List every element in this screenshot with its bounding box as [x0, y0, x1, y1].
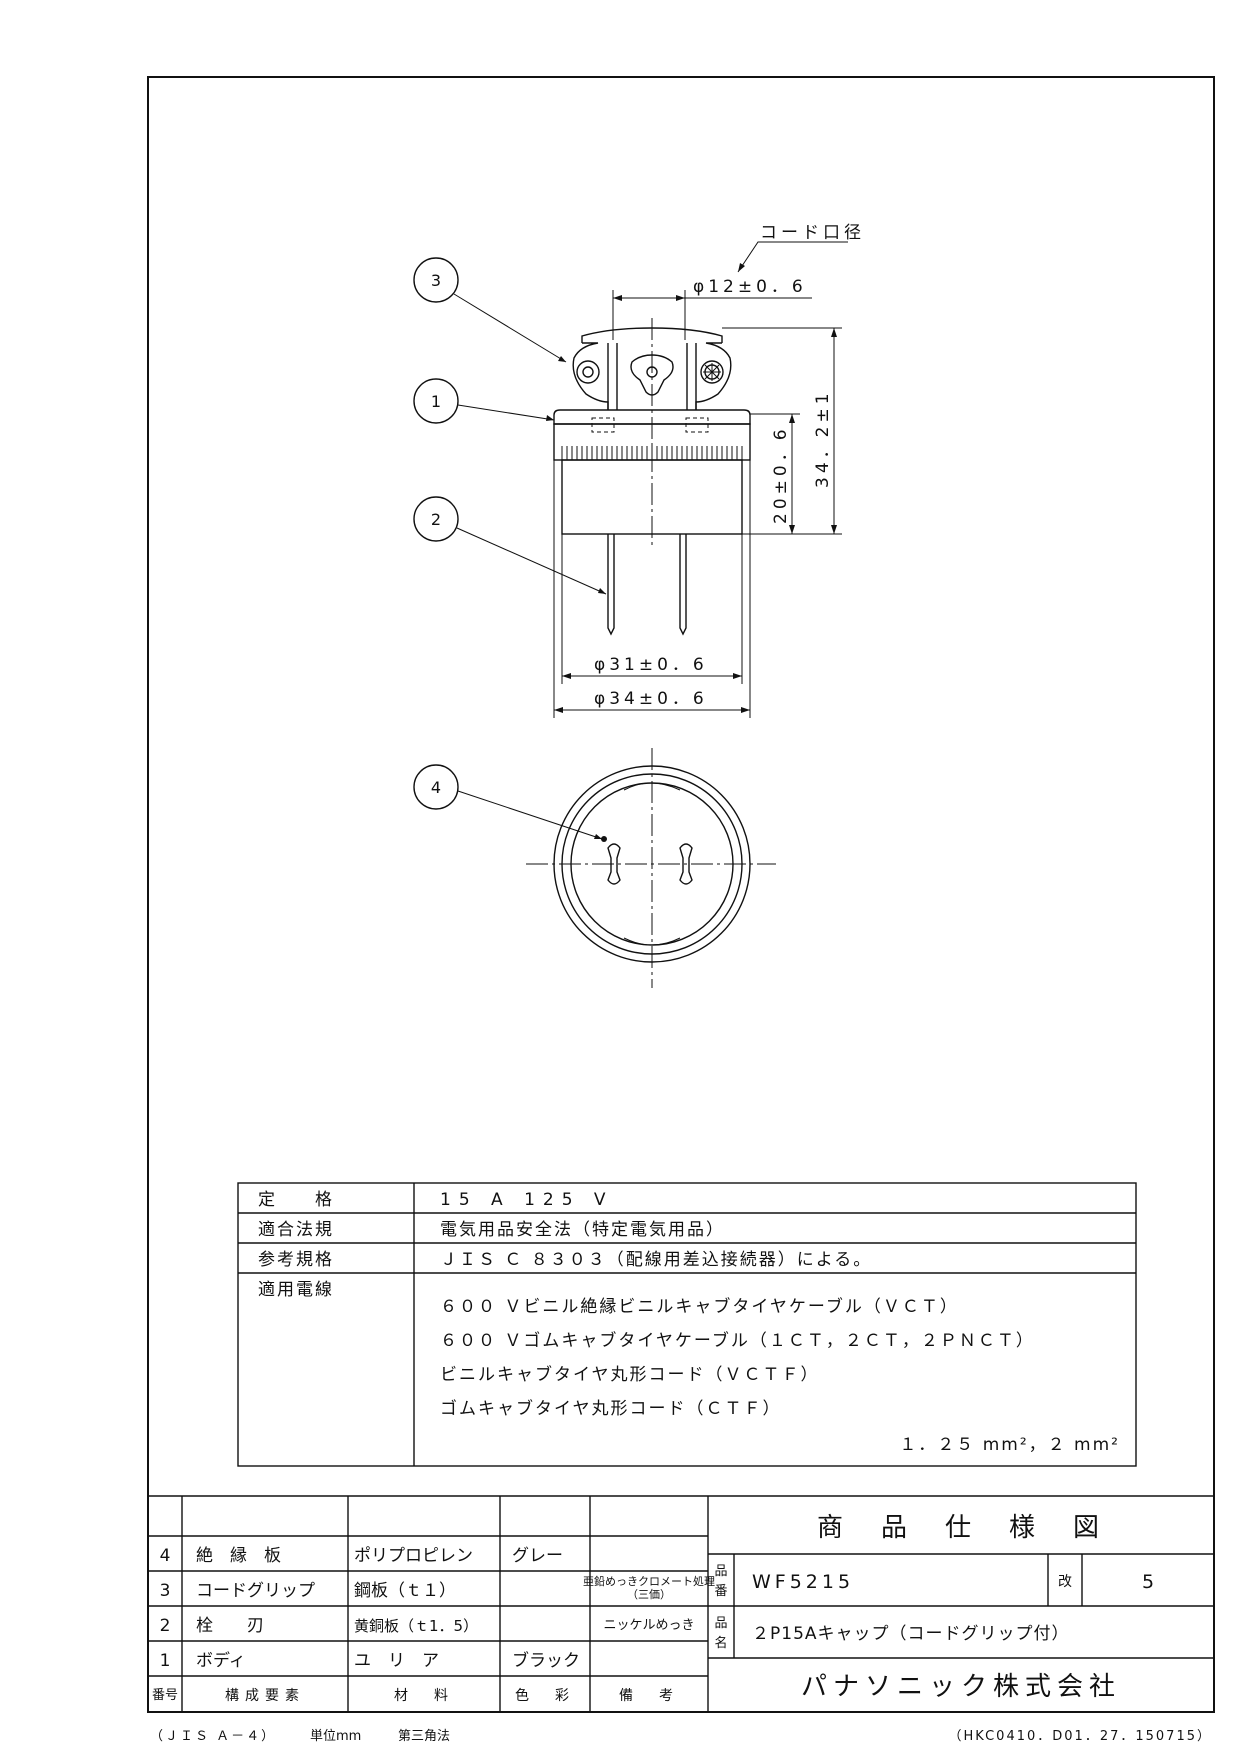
name-label-2: 名 — [714, 1635, 727, 1651]
balloon-2: 2 — [431, 510, 441, 529]
rev-number: 5 — [1142, 1571, 1154, 1593]
title-block: 商 品 仕 様 図 品 番 WF5215 改 5 品 名 ２P15Aキャップ（コ… — [708, 1495, 1214, 1702]
footer: （ＪＩＳ Ａ－４） 単位mm 第三角法 （HKC0410．D01．27．1507… — [150, 1728, 1212, 1744]
spec-table: 定 格 15 A 125 V 適合法規 電気用品安全法（特定電気用品） 参考規格… — [237, 1182, 1137, 1467]
footer-doc-code: （HKC0410．D01．27．150715） — [949, 1729, 1212, 1744]
part-remarks-3b: （三価） — [627, 1588, 671, 1601]
part-number: WF5215 — [752, 1571, 854, 1593]
header-no: 番号 — [152, 1688, 178, 1703]
spec-value-law: 電気用品安全法（特定電気用品） — [440, 1220, 725, 1240]
part-remarks-3: 亜鉛めっきクロメート処理 — [583, 1574, 715, 1588]
balloon-1: 1 — [431, 392, 441, 411]
spec-label-wire: 適用電線 — [258, 1280, 334, 1300]
spec-label-standard: 参考規格 — [258, 1250, 334, 1270]
footer-paper-size: （ＪＩＳ Ａ－４） — [150, 1729, 276, 1744]
dim-outer-dia: φ34±0．6 — [594, 689, 708, 709]
part-no-4: 4 — [160, 1546, 171, 1566]
dim-cord-label: コード口径 — [760, 223, 865, 243]
dim-inner-dia: φ31±0．6 — [594, 655, 708, 675]
spec-value-standard: ＪＩＳ Ｃ ８３０３（配線用差込接続器）による。 — [440, 1250, 872, 1270]
footer-projection: 第三角法 — [398, 1729, 450, 1744]
dim-cord-dia: φ12±0．6 — [693, 277, 807, 297]
header-material: 材 料 — [394, 1688, 454, 1704]
part-no-3: 3 — [160, 1581, 171, 1601]
spec-label-rating: 定 格 — [258, 1190, 334, 1210]
part-component-2: 栓 刃 — [196, 1616, 264, 1636]
header-remarks: 備 考 — [619, 1688, 679, 1704]
part-color-4: グレー — [512, 1546, 563, 1566]
part-component-4: 絶 縁 板 — [196, 1546, 281, 1566]
front-view: φ12±0．6 コード口径 34．2±1 20±0．6 φ31±0．6 φ34±… — [553, 223, 865, 718]
part-no-1: 1 — [160, 1651, 171, 1671]
part-material-2: 黄銅板（ｔ1．5） — [354, 1617, 478, 1635]
spec-value-wire-size: １．２５ mm²，２ mm² — [899, 1435, 1120, 1455]
part-no-label-2: 番 — [714, 1584, 727, 1599]
header-component: 構成要素 — [225, 1688, 305, 1704]
part-component-1: ボディ — [196, 1650, 246, 1671]
part-no-2: 2 — [160, 1616, 171, 1636]
balloons: 3 1 2 4 — [413, 257, 607, 840]
header-color: 色 彩 — [515, 1687, 575, 1704]
parts-table: 4 絶 縁 板 ポリプロピレン グレー 3 コードグリップ 鋼板（ｔ１） 亜鉛め… — [148, 1495, 715, 1712]
footer-unit: 単位mm — [310, 1728, 361, 1744]
balloon-3: 3 — [431, 271, 441, 290]
spec-value-wire-1: ６００ Ｖビニル絶縁ビニルキャブタイヤケーブル（ＶＣＴ） — [440, 1296, 959, 1317]
title-block-title: 商 品 仕 様 図 — [817, 1513, 1105, 1543]
spec-label-law: 適合法規 — [258, 1220, 334, 1240]
part-material-4: ポリプロピレン — [354, 1546, 473, 1566]
dim-body-height: 20±0．6 — [771, 425, 791, 524]
balloon-4: 4 — [431, 778, 441, 797]
name-label-1: 品 — [714, 1616, 727, 1631]
part-material-3: 鋼板（ｔ１） — [354, 1581, 456, 1601]
part-component-3: コードグリップ — [196, 1581, 315, 1601]
part-no-label-1: 品 — [714, 1564, 727, 1579]
part-material-1: ユ リ ア — [354, 1651, 439, 1671]
spec-value-wire-3: ビニルキャブタイヤ丸形コード（ＶＣＴＦ） — [440, 1364, 820, 1385]
part-remarks-2: ニッケルめっき — [603, 1618, 694, 1633]
dim-total-height: 34．2±1 — [813, 389, 833, 488]
sheet-border — [147, 76, 1215, 1713]
spec-value-wire-2: ６００ Ｖゴムキャブタイヤケーブル（１ＣＴ，２ＣＴ，２ＰＮＣＴ） — [440, 1330, 1035, 1351]
spec-value-rating: 15 A 125 V — [440, 1190, 614, 1210]
company-name: パナソニック株式会社 — [801, 1672, 1121, 1702]
spec-value-wire-4: ゴムキャブタイヤ丸形コード（ＣＴＦ） — [440, 1398, 782, 1419]
product-name: ２P15Aキャップ（コードグリップ付） — [752, 1624, 1070, 1644]
bottom-view — [526, 748, 776, 988]
rev-label: 改 — [1058, 1574, 1072, 1590]
part-color-1: ブラック — [512, 1650, 580, 1671]
